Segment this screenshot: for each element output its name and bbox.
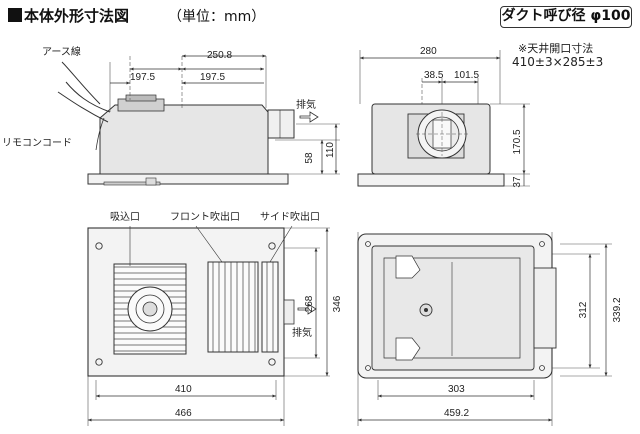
dim-346: 346: [332, 295, 343, 312]
dim-312: 312: [578, 301, 589, 318]
back-duct-collar: [533, 267, 557, 349]
side-outlet-label: サイド吹出口: [260, 210, 320, 223]
dim-110: 110: [325, 142, 336, 158]
dim-170-5: 170.5: [512, 129, 523, 154]
dim-466: 466: [175, 408, 192, 419]
dim-37: 37: [512, 176, 523, 188]
back-view: 312 339.2 303 459.2: [357, 232, 623, 426]
front-outlet-label: フロント吹出口: [170, 210, 240, 223]
page-title: 本体外形寸法図: [24, 7, 130, 25]
dim-410: 410: [175, 384, 192, 395]
exhaust-arrow-icon: [299, 111, 319, 123]
ceiling-opening-note: ※天井開口寸法: [518, 42, 594, 55]
title-square-icon: [8, 8, 22, 22]
dim-58: 58: [304, 152, 315, 164]
duct-diameter-badge: ダクト呼び径 φ100: [500, 6, 632, 28]
end-view-flange: [357, 173, 505, 187]
intake-label: 吸込口: [110, 211, 140, 223]
dim-280: 280: [420, 46, 437, 57]
dim-268: 268: [304, 295, 315, 312]
front-view: 吸込口 フロント吹出口 サイド吹出口 排気 268 346 410 466: [87, 210, 343, 426]
earth-wire-label: アース線: [42, 45, 81, 58]
dim-459-2: 459.2: [444, 408, 469, 419]
dim-101-5: 101.5: [454, 70, 479, 81]
side-outlet-grille: [261, 261, 279, 353]
dim-303: 303: [448, 384, 465, 395]
dim-197-5-left: 197.5: [130, 72, 155, 83]
header-bar: 本体外形寸法図 （単位：mm） ダクト呼び径 φ100: [0, 4, 640, 28]
exhaust-label-side: 排気: [296, 98, 316, 111]
dim-197-5-right: 197.5: [200, 72, 225, 83]
unit-label: （単位：mm）: [168, 9, 266, 25]
dim-250-8: 250.8: [207, 50, 232, 61]
dim-339-2: 339.2: [612, 297, 623, 322]
ceiling-opening-size: 410±3×285±3: [512, 55, 604, 69]
front-outlet-grille: [207, 261, 259, 353]
exhaust-label-front: 排気: [292, 326, 312, 339]
side-view: 250.8 197.5 197.5 排気 58 110 アース線 リモコンコード: [2, 45, 340, 186]
end-view: 280 38.5 101.5 170.5 37: [357, 46, 530, 188]
duct-collar-side: [267, 109, 295, 139]
side-view-body: [99, 104, 269, 175]
front-exhaust-arrow-icon: [297, 303, 317, 315]
dim-38-5: 38.5: [424, 70, 444, 81]
remote-cord-label: リモコンコード: [2, 138, 72, 149]
